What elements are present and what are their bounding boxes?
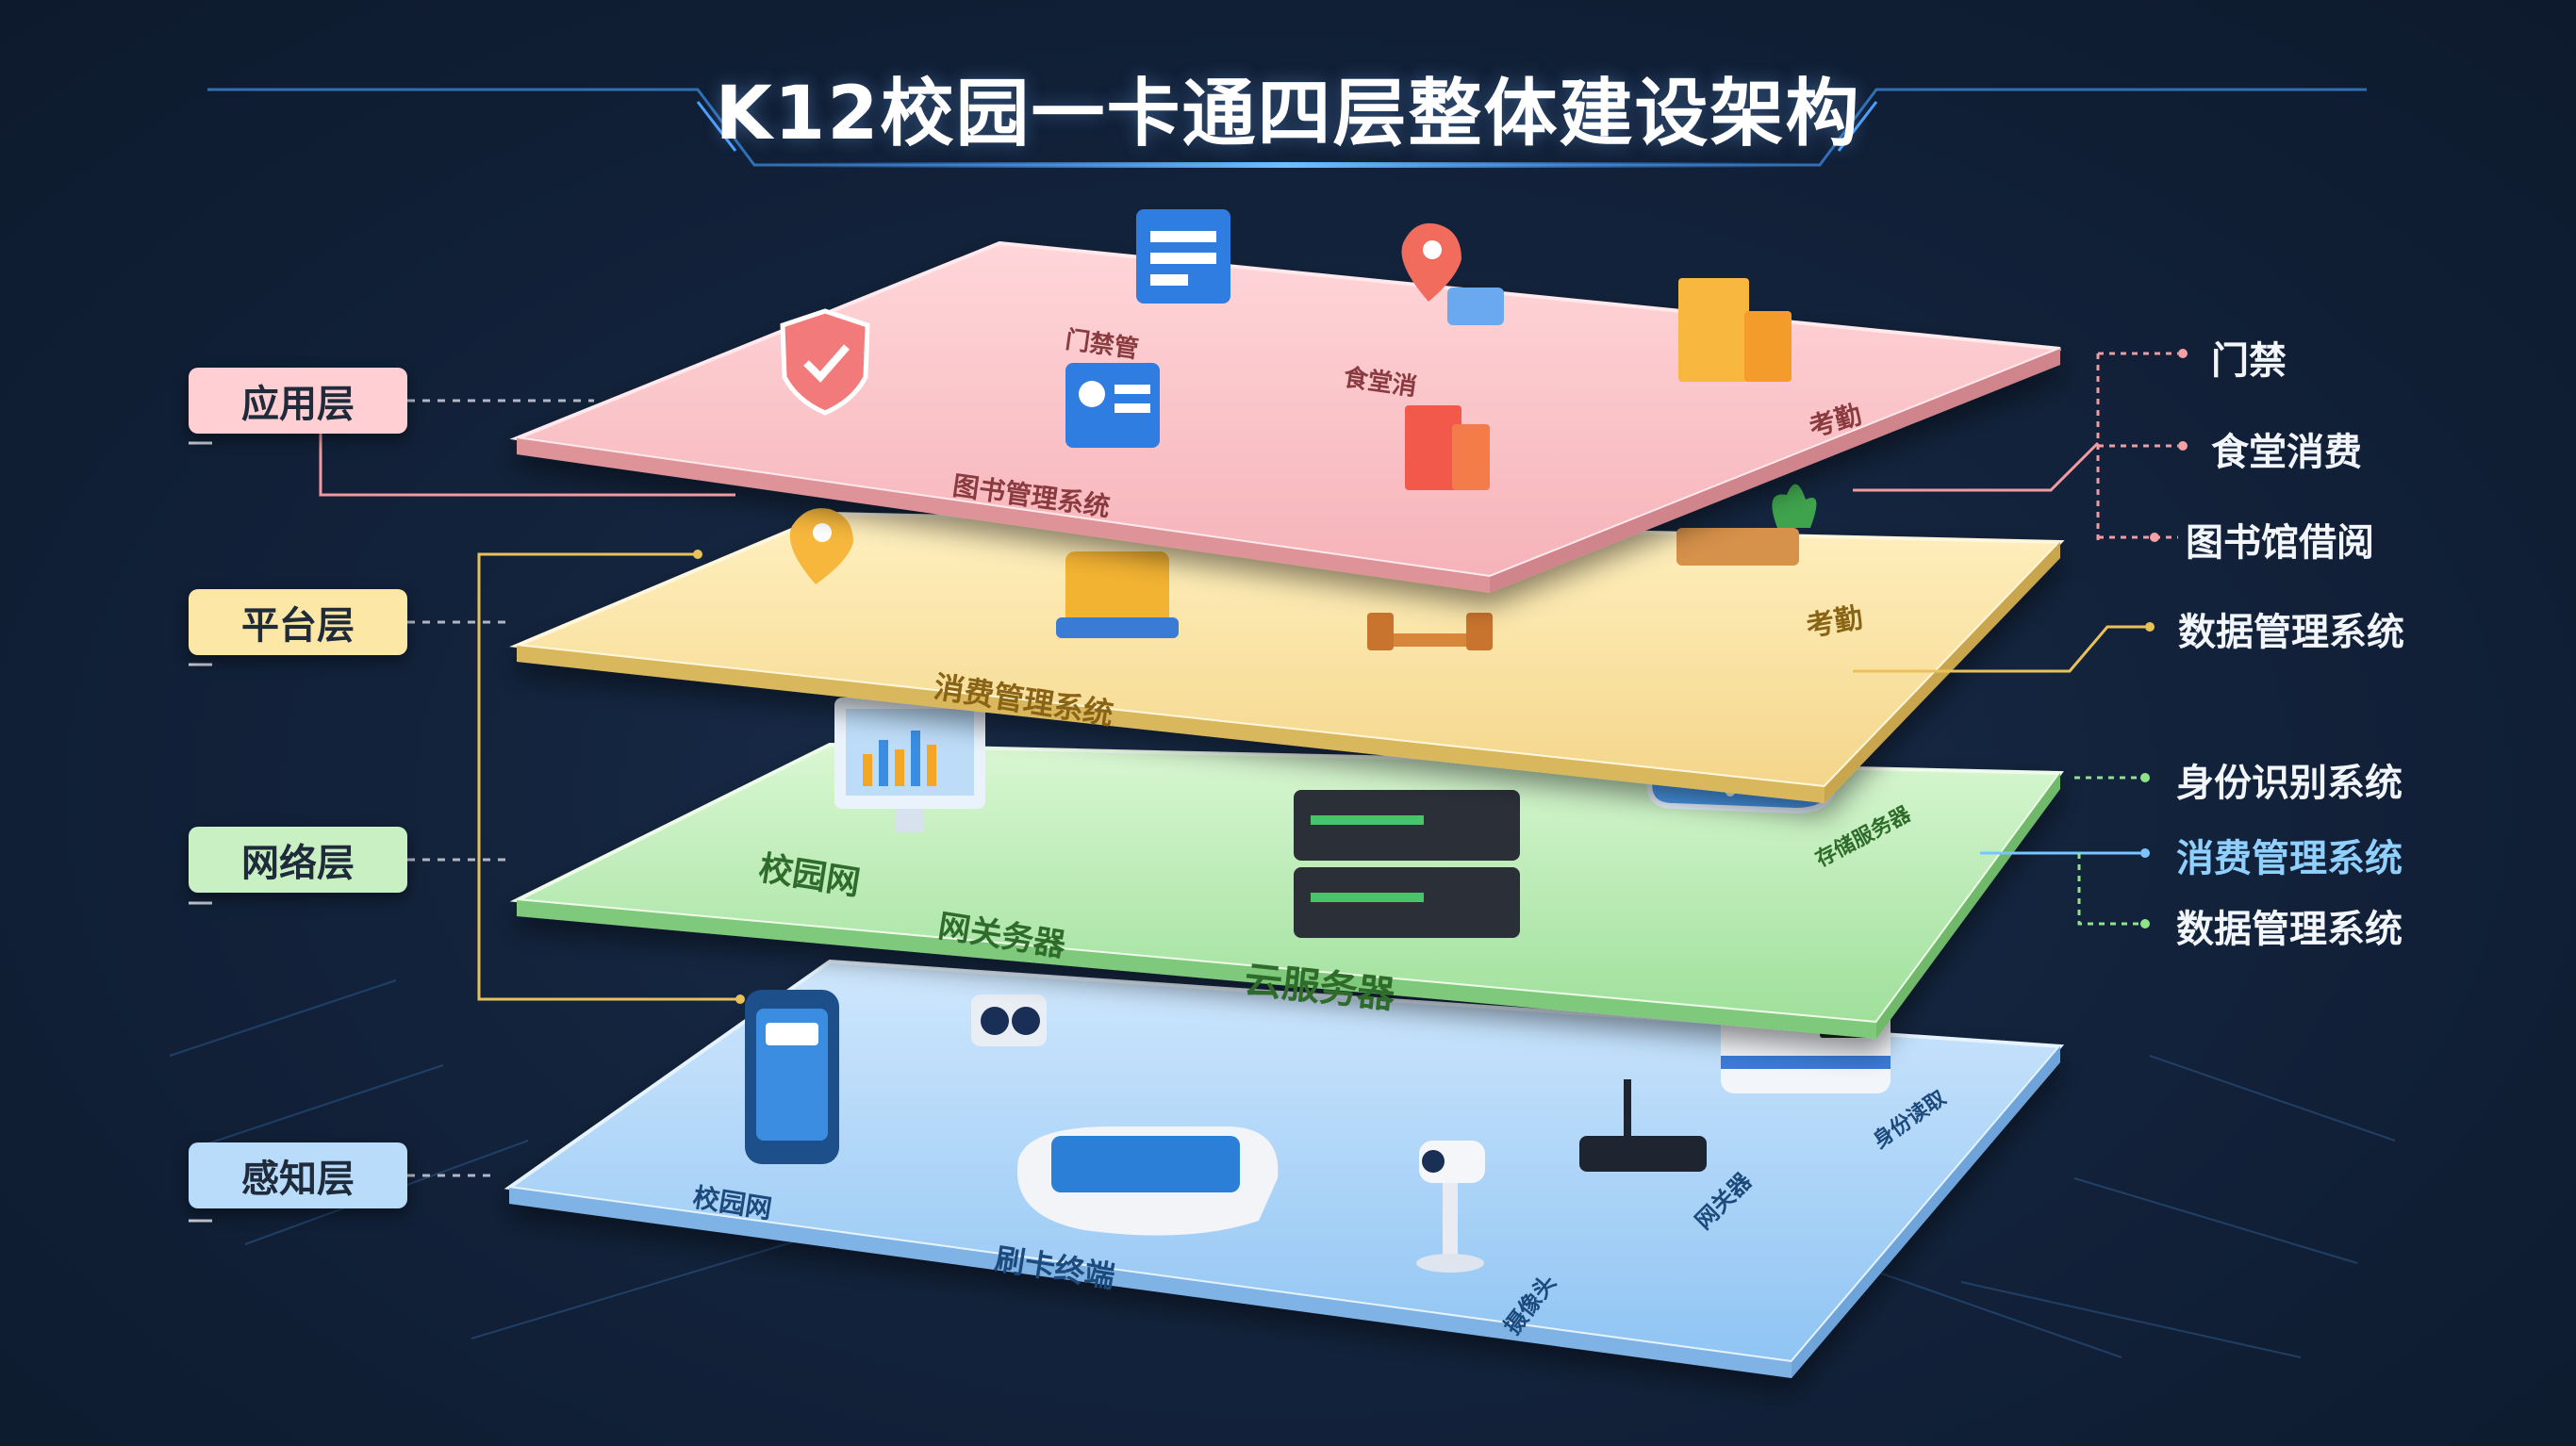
map-pin-icon <box>1401 222 1504 325</box>
layer-tag-network: 网络层 <box>189 827 407 893</box>
bullet-dot <box>2140 919 2150 928</box>
title-glow-line <box>773 162 1801 168</box>
connector-dot <box>693 550 702 559</box>
bullet-dot <box>2140 773 2150 782</box>
desk-plant-icon <box>1676 484 1817 566</box>
layer-tag-application: 应用层 <box>189 368 407 434</box>
right-label-library: 图书馆借阅 <box>2186 521 2374 565</box>
layer-tag-perception: 感知层 <box>189 1142 407 1208</box>
location-pin-icon <box>789 508 853 584</box>
phone-terminal-icon <box>745 990 839 1164</box>
dashboard-card-icon <box>1136 209 1230 304</box>
box-icon <box>1056 551 1179 638</box>
right-connectors <box>1853 352 2178 926</box>
layer-tag-platform: 平台层 <box>189 589 407 655</box>
bullet-dot <box>2150 533 2159 542</box>
right-label-canteen: 食堂消费 <box>2211 431 2362 474</box>
document-stack-icon <box>1405 405 1490 490</box>
diagram-title: K12校园一卡通四层整体建设架构 <box>715 72 1861 156</box>
building-icon <box>1678 278 1792 382</box>
right-label-data-mgmt: 数据管理系统 <box>2178 611 2404 654</box>
dining-table-icon <box>1367 613 1493 650</box>
platform-plate <box>509 511 2065 803</box>
bullet-dot <box>2178 349 2188 358</box>
application-plate <box>509 240 2061 593</box>
right-label-identity: 身份识别系统 <box>2176 762 2403 805</box>
id-card-icon <box>1065 363 1160 448</box>
left-connectors <box>189 399 740 1223</box>
monitor-icon <box>834 698 985 832</box>
camera-icon <box>971 994 1485 1273</box>
card-reader-icon <box>1016 1126 1279 1236</box>
right-label-data-mgmt-2: 数据管理系统 <box>2176 908 2403 951</box>
right-label-consumption: 消费管理系统 <box>2176 837 2403 880</box>
bullet-dot <box>2140 848 2150 858</box>
router-icon <box>1579 1079 1707 1172</box>
connector-dot <box>735 994 745 1004</box>
bullet-dot <box>2178 441 2188 451</box>
server-rack-icon <box>1294 790 1520 938</box>
bullet-dot <box>2145 622 2155 632</box>
shield-icon <box>780 308 870 416</box>
right-label-access: 门禁 <box>2211 339 2287 383</box>
